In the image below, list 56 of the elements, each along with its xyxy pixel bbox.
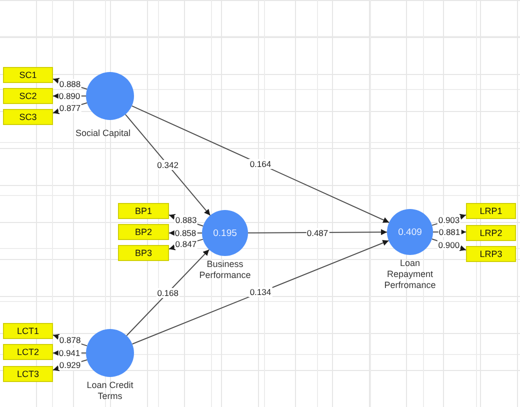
edge-label: 0.164 — [248, 159, 272, 170]
arrow — [131, 105, 390, 223]
indicator-box — [118, 245, 169, 261]
indicator-label: LCT2 — [16, 346, 39, 358]
indicator-box — [118, 203, 169, 219]
indicator-label: LRP2 — [480, 228, 502, 238]
edge-label: 0.878 — [58, 335, 82, 346]
edge-label: 0.847 — [174, 239, 198, 250]
arrow — [124, 114, 211, 216]
edge-label: 0.877 — [58, 102, 82, 113]
r-squared-value: 0.195 — [213, 228, 237, 238]
construct-label: Loan Credit Terms — [86, 380, 134, 402]
indicator-box — [466, 225, 516, 241]
edge-label: 0.168 — [156, 288, 180, 298]
indicator-box — [3, 109, 53, 125]
arrow — [132, 240, 390, 344]
edge-label: 0.888 — [58, 79, 82, 90]
construct-circle — [86, 72, 134, 120]
indicator-label: LCT1 — [16, 326, 39, 336]
r-squared-value: 0.409 — [398, 226, 422, 238]
indicator-box — [3, 366, 53, 382]
indicator-box — [466, 246, 516, 262]
edge-label: 0.941 — [58, 348, 82, 358]
edge-label: 0.900 — [437, 240, 461, 250]
construct-label: Business Performance — [198, 259, 252, 281]
edge-label: 0.487 — [306, 228, 330, 238]
construct-circle — [202, 210, 248, 256]
construct-circle — [86, 329, 134, 377]
indicator-label: SC1 — [19, 70, 37, 80]
edge-label: 0.883 — [174, 215, 198, 226]
construct-label: Loan Repayment Perfromance — [383, 258, 437, 291]
indicator-label: LCT3 — [16, 368, 39, 380]
indicator-box — [3, 323, 53, 339]
indicator-box — [466, 203, 516, 219]
edge-label: 0.881 — [438, 227, 462, 237]
edge-label: 0.342 — [156, 160, 180, 170]
indicator-label: BP1 — [134, 206, 152, 216]
indicator-label: LRP1 — [480, 206, 502, 216]
construct-label: Social Capital — [75, 128, 131, 139]
indicator-box — [3, 88, 53, 104]
edge-label: 0.858 — [174, 228, 198, 238]
indicator-label: BP2 — [134, 226, 152, 238]
indicator-label: LRP3 — [480, 248, 502, 260]
indicator-box — [3, 344, 53, 360]
indicator-label: SC2 — [19, 90, 37, 102]
construct-circle — [387, 209, 433, 255]
indicator-box — [3, 67, 53, 83]
edge-label: 0.134 — [248, 287, 272, 298]
arrow — [126, 249, 210, 336]
indicator-box — [118, 224, 169, 240]
indicator-label: BP3 — [134, 248, 152, 258]
edge-label: 0.890 — [58, 91, 82, 101]
arrow — [248, 229, 388, 236]
edge-label: 0.903 — [437, 215, 461, 226]
indicator-label: SC3 — [19, 112, 37, 122]
edge-label: 0.929 — [58, 360, 82, 370]
